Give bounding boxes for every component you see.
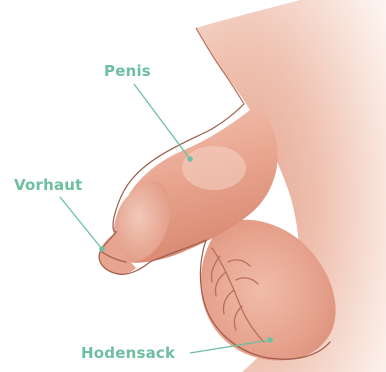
penis-marker-dot [187, 156, 193, 162]
vorhaut-marker-dot [99, 246, 105, 252]
penis-leader-line [134, 84, 190, 159]
hodensack-marker-dot [267, 337, 273, 343]
vorhaut-leader-line [60, 197, 102, 249]
penis-label: Penis [104, 62, 151, 80]
shaft-highlight [182, 146, 246, 190]
vorhaut-label: Vorhaut [14, 176, 83, 194]
hodensack-label: Hodensack [81, 344, 175, 362]
